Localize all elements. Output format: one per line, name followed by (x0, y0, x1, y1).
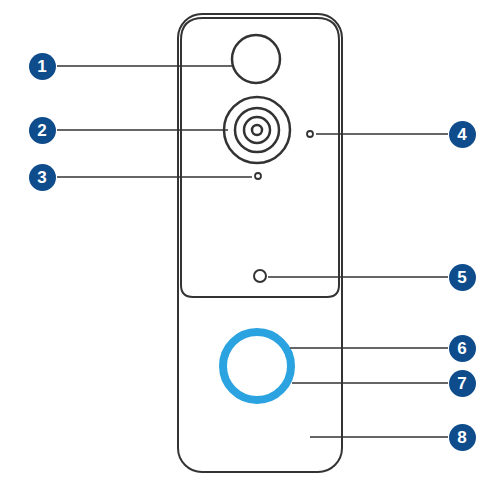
leader-line (310, 436, 448, 438)
leader-line (57, 129, 228, 131)
motion-sensor (232, 35, 280, 83)
microphone (255, 173, 261, 179)
status-light (254, 270, 266, 282)
call-button-ring (223, 332, 291, 400)
leader-line (292, 382, 448, 384)
callout-number: 8 (449, 424, 476, 451)
front-panel (181, 18, 339, 297)
leader-line (268, 276, 448, 278)
callout-number: 1 (29, 53, 56, 80)
leader-line (57, 176, 252, 178)
doorbell-housing (178, 14, 342, 472)
leader-lines (57, 66, 448, 437)
callout-number: 7 (449, 370, 476, 397)
leader-line (316, 133, 448, 135)
callout-number: 3 (29, 164, 56, 191)
light-sensor (307, 131, 313, 137)
callout-number: 6 (449, 335, 476, 362)
callout-number: 5 (449, 264, 476, 291)
leader-line (57, 65, 234, 67)
callout-number: 4 (449, 121, 476, 148)
camera-lens-inner (244, 117, 270, 143)
callout-number: 2 (29, 117, 56, 144)
camera-lens-outer (224, 97, 290, 163)
camera-lens-center (252, 125, 262, 135)
camera-lens-ring (235, 108, 279, 152)
leader-line (290, 347, 448, 349)
